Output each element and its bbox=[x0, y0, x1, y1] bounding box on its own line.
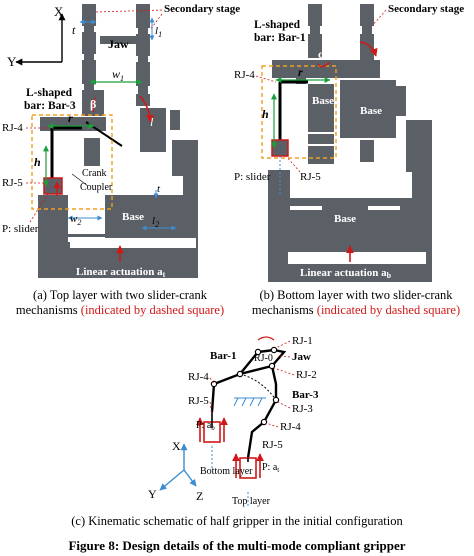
label-bar3-c: Bar-3 bbox=[292, 389, 319, 401]
label-base-a: Base bbox=[122, 211, 144, 223]
label-rj4-c-right: RJ-4 bbox=[280, 421, 301, 433]
label-l-shaped-a: L-shaped bbox=[26, 87, 73, 99]
angle-alpha: α bbox=[318, 47, 325, 61]
axis-y-label-c: Y bbox=[148, 487, 157, 501]
axis-z-label-c: Z bbox=[196, 489, 203, 503]
label-crank: Crank bbox=[82, 168, 106, 179]
kinematic-links bbox=[210, 348, 287, 459]
label-secondary-stage-b: Secondary stage bbox=[388, 3, 464, 15]
label-bar3: bar: Bar-3 bbox=[24, 100, 76, 112]
label-rj0: RJ-0 bbox=[254, 353, 273, 364]
panel-a: X Y bbox=[2, 3, 240, 279]
caption-panel-a: (a) Top layer with two slider-crank mech… bbox=[15, 288, 225, 317]
label-rj1: RJ-1 bbox=[292, 335, 313, 347]
label-bar1-c: Bar-1 bbox=[210, 350, 236, 362]
label-top-layer: Top layer bbox=[232, 496, 271, 507]
caption-panel-c: (c) Kinematic schematic of half gripper … bbox=[71, 514, 403, 528]
axis-x-label: X bbox=[54, 4, 64, 19]
jaw-block bbox=[100, 36, 136, 44]
label-rj3: RJ-3 bbox=[292, 403, 313, 415]
label-rj5-a: RJ-5 bbox=[2, 177, 23, 189]
dim-l1: l1 bbox=[155, 25, 162, 39]
label-p-ab: P: ab bbox=[196, 420, 215, 432]
axis-xyz-icon: X Y Z bbox=[148, 439, 203, 503]
label-coupler: Coupler bbox=[80, 182, 113, 193]
base-block-b1 bbox=[322, 200, 368, 236]
dim-l2: l2 bbox=[152, 215, 159, 229]
dim-r-b: r bbox=[298, 65, 303, 79]
caption-panel-b: (b) Bottom layer with two slider-crank m… bbox=[251, 288, 461, 317]
label-rj5-c-left: RJ-5 bbox=[188, 395, 209, 407]
label-slider-b: P: slider bbox=[234, 171, 271, 183]
label-l-shaped-b: L-shaped bbox=[254, 19, 301, 31]
ground-hatching bbox=[211, 397, 266, 506]
label-slider-a: P: slider bbox=[2, 223, 39, 235]
label-rj4-c-left: RJ-4 bbox=[188, 371, 209, 383]
dim-t-a: t bbox=[72, 23, 76, 37]
panel-b: Secondary stage L-shaped bar: Bar-1 α r … bbox=[234, 3, 464, 282]
label-base-b3: Base bbox=[334, 213, 356, 225]
axis-y-label: Y bbox=[7, 54, 17, 69]
label-rj4-a: RJ-4 bbox=[2, 122, 23, 134]
dim-t-a2: t bbox=[157, 183, 161, 195]
revolute-joints bbox=[210, 346, 280, 426]
dim-w1: w1 bbox=[112, 67, 124, 83]
label-bar1: bar: Bar-1 bbox=[254, 32, 306, 44]
label-jaw-c: Jaw bbox=[292, 351, 311, 363]
dim-l: l bbox=[150, 115, 154, 129]
mechanism-top-layer bbox=[38, 4, 198, 278]
label-actuation-b: Linear actuation ab bbox=[300, 267, 392, 280]
label-jaw-a: Jaw bbox=[108, 37, 129, 51]
axis-x-label-c: X bbox=[172, 439, 181, 453]
label-bottom-layer: Bottom layer bbox=[200, 466, 253, 477]
dashed-square-a bbox=[31, 114, 113, 210]
label-rj2: RJ-2 bbox=[296, 369, 317, 381]
dim-w2: w2 bbox=[70, 213, 81, 227]
label-p-at: P: at bbox=[262, 462, 279, 474]
figure-title: Figure 8: Design details of the multi-mo… bbox=[68, 538, 406, 553]
label-base-b2: Base bbox=[360, 105, 382, 117]
mechanism-bottom-layer bbox=[268, 4, 432, 282]
dashed-square-b bbox=[261, 65, 337, 159]
label-secondary-stage-a: Secondary stage bbox=[164, 3, 240, 15]
slider-a bbox=[43, 177, 63, 195]
label-rj5-b: RJ-5 bbox=[300, 171, 321, 183]
label-actuation-a: Linear actuation at bbox=[76, 266, 166, 279]
angle-beta: β bbox=[90, 97, 96, 111]
dim-r-a: r bbox=[68, 111, 73, 125]
panel-c: X Y Z RJ-1 Bar-1 RJ-0 Jaw RJ-2 RJ-4 Bar-… bbox=[148, 335, 319, 507]
base-block-b2 bbox=[308, 84, 334, 132]
dim-h-b: h bbox=[262, 107, 269, 121]
dim-h-a: h bbox=[34, 155, 41, 169]
label-rj4-b: RJ-4 bbox=[234, 69, 255, 81]
label-rj5-c-right: RJ-5 bbox=[262, 439, 283, 451]
label-base-b1: Base bbox=[312, 95, 334, 107]
axis-xy-icon: X Y bbox=[7, 4, 66, 69]
